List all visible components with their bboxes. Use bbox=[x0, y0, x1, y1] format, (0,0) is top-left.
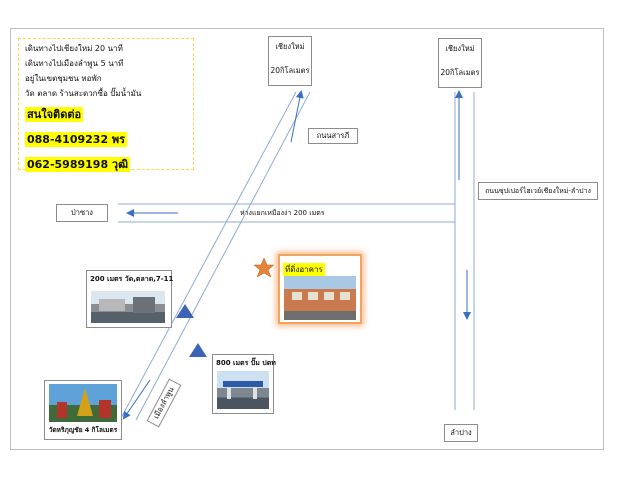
sign-chiangmai-left: เชียงใหม่ 20กิโลเมตร bbox=[268, 36, 312, 86]
sign-city: เชียงใหม่ bbox=[275, 42, 305, 51]
pasang-label: ป่าซาง bbox=[56, 204, 108, 222]
info-line: อยู่ในเขตชุมชน หอพัก bbox=[25, 74, 102, 83]
phone-number[interactable]: 062-5989198 วุฒิ bbox=[25, 157, 131, 172]
sign-city: เชียงใหม่ bbox=[445, 44, 475, 53]
property-photo-frame bbox=[278, 254, 362, 324]
info-line: เดินทางไปเชียงใหม่ 20 นาที bbox=[25, 44, 123, 53]
property-photo bbox=[284, 276, 356, 320]
contact-info-box: เดินทางไปเชียงใหม่ 20 นาที เดินทางไปเมือ… bbox=[18, 38, 194, 172]
landmark-label: 200 เมตร วัด,ตลาด,7-11 bbox=[90, 275, 174, 283]
landmark-photo bbox=[49, 384, 117, 422]
landmark-photo bbox=[91, 291, 165, 323]
info-line: วัด ตลาด ร้านสะดวกซื้อ ปั๊มน้ำมัน bbox=[25, 89, 142, 98]
landmark-triangle-icon bbox=[176, 304, 194, 318]
property-star-icon bbox=[253, 257, 275, 278]
landmark-temple: วัดหริภุญชัย 4 กิโลเมตร bbox=[44, 380, 122, 440]
landmark-gas-station: 800 เมตร ปั๊ม ปตท bbox=[212, 354, 276, 414]
sarapi-road-edge-a bbox=[119, 91, 297, 421]
sign-chiangmai-right: เชียงใหม่ 20กิโลเมตร bbox=[438, 38, 482, 88]
landmark-label: 800 เมตร ปั๊ม ปตท bbox=[216, 359, 276, 367]
junction-distance-label: ห่างแยกเหมืองง่า 200 เมตร bbox=[240, 209, 325, 217]
landmark-photo bbox=[217, 371, 269, 409]
landmark-label: วัดหริภุญชัย 4 กิโลเมตร bbox=[48, 426, 118, 434]
sign-distance: 20กิโลเมตร bbox=[440, 68, 480, 77]
sign-distance: 20กิโลเมตร bbox=[270, 66, 310, 75]
contact-heading: สนใจติดต่อ bbox=[25, 107, 84, 122]
property-label: ที่ดิ่งอาคาร bbox=[283, 263, 325, 276]
info-line: เดินทางไปเมืองลำพูน 5 นาที bbox=[25, 59, 124, 68]
sarapi-road-edge-b bbox=[135, 91, 311, 421]
lampang-label: ลำปาง bbox=[444, 424, 478, 442]
superhighway-label: ถนนซุปเปอร์ไฮเวย์เชียงใหม่-ลำปาง bbox=[478, 182, 598, 200]
sarapi-road-label: ถนนสารภี bbox=[308, 128, 358, 144]
arrow-to-chiangmai-left bbox=[290, 90, 304, 143]
phone-number[interactable]: 088-4109232 พร bbox=[25, 132, 128, 147]
arrow-to-lamphun bbox=[122, 379, 151, 420]
landmark-wat-market: 200 เมตร วัด,ตลาด,7-11 bbox=[86, 270, 174, 328]
landmark-triangle-icon bbox=[189, 343, 207, 357]
